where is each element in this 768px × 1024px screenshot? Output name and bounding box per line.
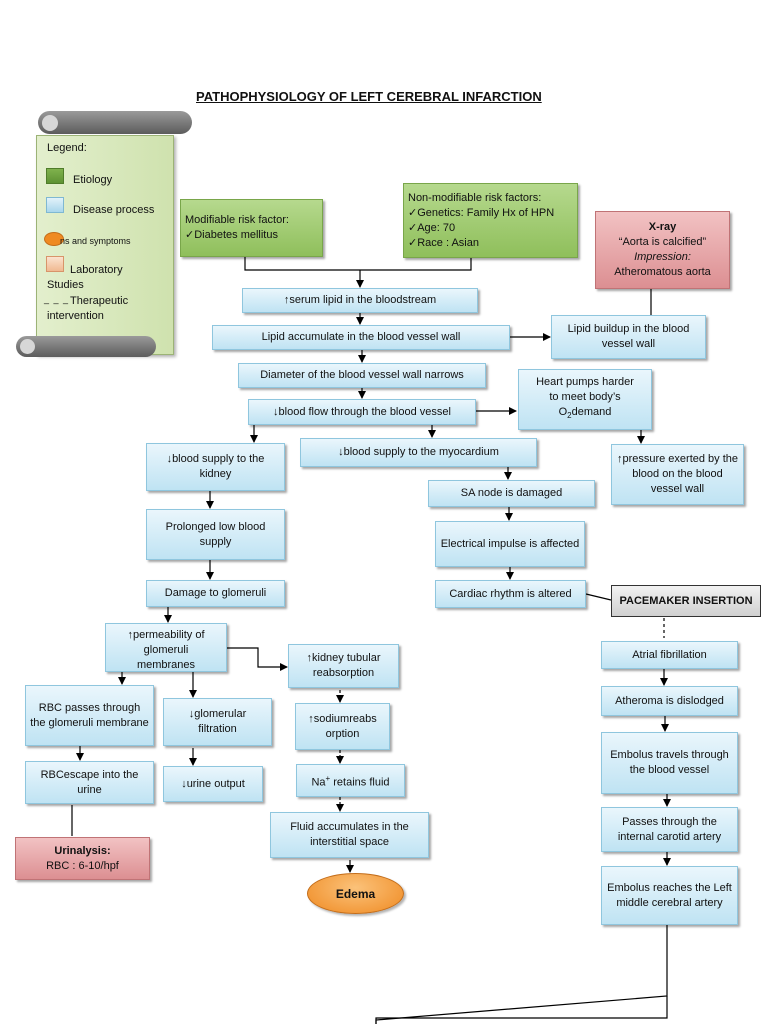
damage-glomeruli-box: Damage to glomeruli <box>146 580 285 607</box>
tubular-reabsorption-box: ↑kidney tubular reabsorption <box>288 644 399 688</box>
rbc-passes-box: RBC passes through the glomeruli membran… <box>25 685 154 746</box>
legend-laboratory: Laboratory <box>70 264 123 276</box>
rbc-escape-box: RBCescape into the urine <box>25 761 154 804</box>
blood-flow-box: ↓blood flow through the blood vessel <box>248 399 476 425</box>
prolonged-supply-box: Prolonged low blood supply <box>146 509 285 560</box>
non-modifiable-item: Age: 70 <box>408 221 455 236</box>
pacemaker-link-line <box>585 593 612 601</box>
serum-lipid-box: ↑serum lipid in the bloodstream <box>242 288 478 313</box>
retains-fluid-text: retains fluid <box>330 776 390 789</box>
urinalysis-value: RBC : 6-10/hpf <box>46 859 119 872</box>
permeability-line: ↑permeability of <box>127 629 205 641</box>
permeability-line: glomeruli <box>143 644 189 656</box>
non-modifiable-item: Race : Asian <box>408 236 479 251</box>
scroll-top-curl-icon <box>42 115 58 131</box>
xray-finding: “Aorta is calcified” <box>618 236 707 248</box>
legend-studies: Studies <box>47 279 84 291</box>
oxygen-subscript: 2 <box>567 411 572 421</box>
legend-heading: Legend: <box>47 142 87 154</box>
non-modifiable-item: Genetics: Family Hx of HPN <box>408 206 554 221</box>
legend-disease-process: Disease process <box>73 204 155 216</box>
kidney-supply-box: ↓blood supply to the kidney <box>146 443 285 491</box>
lipid-buildup-box: Lipid buildup in the blood vessel wall <box>551 315 706 359</box>
continuation-line <box>375 925 668 1024</box>
continuation-bracket-line <box>375 996 668 1024</box>
demand-word: demand <box>571 406 612 419</box>
laboratory-swatch-icon <box>46 256 64 272</box>
legend-therapeutic: Therapeutic <box>70 295 129 307</box>
xray-impression-label: Impression: <box>634 251 691 263</box>
pacemaker-insertion-box: PACEMAKER INSERTION <box>611 585 761 617</box>
glomerular-filtration-box: ↓glomerular filtration <box>163 698 272 746</box>
legend-dash-icon: _ _ _ <box>44 294 70 304</box>
edema-symptom-oval: Edema <box>307 873 404 914</box>
embolus-travels-box: Embolus travels through the blood vessel <box>601 732 738 794</box>
sa-node-box: SA node is damaged <box>428 480 595 507</box>
scroll-bottom-roll-icon <box>16 336 156 357</box>
urine-output-box: ↓urine output <box>163 766 263 802</box>
sodium-charge: + <box>325 773 331 783</box>
non-modifiable-risk-factor-box: Non-modifiable risk factors: Genetics: F… <box>403 183 578 258</box>
legend-intervention: intervention <box>47 310 104 322</box>
atheroma-dislodged-box: Atheroma is dislodged <box>601 686 738 716</box>
cardiac-rhythm-box: Cardiac rhythm is altered <box>435 580 586 608</box>
non-modifiable-heading: Non-modifiable risk factors: <box>408 191 542 204</box>
fluid-accumulates-box: Fluid accumulates in the interstitial sp… <box>270 812 429 858</box>
permeability-box: ↑permeability of glomeruli membranes <box>105 623 227 672</box>
electrical-impulse-box: Electrical impulse is affected <box>435 521 585 567</box>
scroll-top-roll-icon <box>38 111 192 134</box>
atrial-fibrillation-box: Atrial fibrillation <box>601 641 738 669</box>
passes-carotid-box: Passes through the internal carotid arte… <box>601 807 738 852</box>
myocardium-supply-box: ↓blood supply to the myocardium <box>300 438 537 467</box>
urinalysis-heading: Urinalysis: <box>54 844 111 857</box>
disease-process-swatch-icon <box>46 197 64 213</box>
arrow-to-tubular <box>227 647 288 671</box>
diameter-narrows-box: Diameter of the blood vessel wall narrow… <box>238 363 486 388</box>
xray-lab-box: X-ray “Aorta is calcified” Impression: A… <box>595 211 730 289</box>
sodium-line: orption <box>325 727 360 740</box>
xray-impression: Atheromatous aorta <box>614 266 711 278</box>
heart-pumps-box: Heart pumps harder to meet body’s O2dema… <box>518 369 652 430</box>
modifiable-heading: Modifiable risk factor: <box>185 214 289 226</box>
pressure-box: ↑pressure exerted by the blood on the bl… <box>611 444 744 505</box>
permeability-line: membranes <box>136 659 196 671</box>
oxygen-symbol: O <box>558 406 568 419</box>
risk-factor-join-line <box>244 257 472 271</box>
urinalysis-lab-box: Urinalysis: RBC : 6-10/hpf <box>15 837 150 880</box>
signs-symptoms-swatch-icon <box>44 232 64 246</box>
scroll-bottom-curl-icon <box>20 339 35 354</box>
legend-etiology: Etiology <box>73 174 113 186</box>
sodium-reabsorption-box: ↑sodiumreabs orption <box>295 703 390 750</box>
xray-heading: X-ray <box>648 221 677 233</box>
na-retains-line: Na+ retains fluid <box>311 771 389 791</box>
modifiable-item: Diabetes mellitus <box>185 228 278 243</box>
lipid-accumulate-box: Lipid accumulate in the blood vessel wal… <box>212 325 510 350</box>
etiology-swatch-icon <box>46 168 64 184</box>
legend-signs-symptoms: ns and symptoms <box>60 236 131 246</box>
page-title: PATHOPHYSIOLOGY OF LEFT CEREBRAL INFARCT… <box>196 89 542 104</box>
heart-pumps-line: Heart pumps harder <box>536 376 634 389</box>
embolus-reaches-box: Embolus reaches the Left middle cerebral… <box>601 866 738 925</box>
heart-pumps-line: O2demand <box>559 405 612 423</box>
heart-pumps-line: to meet body’s <box>549 391 621 404</box>
sodium-symbol: Na <box>311 776 326 789</box>
na-retains-fluid-box: Na+ retains fluid <box>296 764 405 797</box>
modifiable-risk-factor-box: Modifiable risk factor: Diabetes mellitu… <box>180 199 323 257</box>
sodium-line: ↑sodiumreabs <box>308 712 377 725</box>
